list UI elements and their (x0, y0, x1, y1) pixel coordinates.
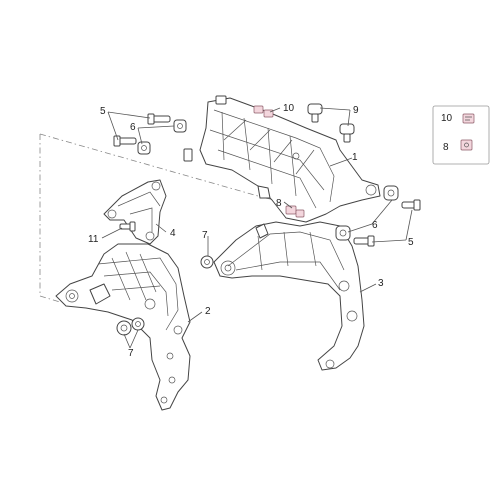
nut-icon (116, 320, 132, 336)
inset-label-8: 8 (443, 142, 449, 153)
callout-6-left: 6 (130, 122, 136, 133)
bolt-icon (119, 221, 136, 232)
spacer-icon (383, 185, 399, 201)
callout-labels: 1 2 3 4 5 5 6 6 7 7 8 9 10 11 (88, 103, 414, 359)
spacer-icon (137, 141, 151, 155)
left-bracket-part-2 (55, 243, 191, 411)
callout-6-right: 6 (372, 220, 378, 231)
clip-nut-icon (462, 113, 475, 124)
right-frame-part-3 (213, 221, 365, 371)
clip-nut-icon (253, 105, 274, 118)
rubber-peg-icon (307, 103, 323, 123)
callout-8: 8 (276, 198, 282, 209)
callout-11: 11 (88, 234, 99, 245)
engine-mount-part-4 (103, 179, 167, 245)
callout-7-lower: 7 (128, 348, 134, 359)
callout-2: 2 (205, 306, 211, 317)
spacer-icon (335, 225, 351, 241)
main-frame-part-1 (183, 95, 381, 223)
fasteners (113, 103, 421, 336)
callout-5-left: 5 (100, 106, 106, 117)
callout-3: 3 (378, 278, 384, 289)
nut-icon (131, 317, 145, 331)
leader-lines (101, 107, 413, 349)
callout-4: 4 (170, 228, 176, 239)
spacer-icon (173, 119, 187, 133)
bolt-icon (113, 135, 137, 147)
clip-nut-icon (460, 139, 473, 151)
callout-10: 10 (283, 103, 295, 114)
callout-1: 1 (352, 152, 358, 163)
bolt-icon (401, 199, 421, 211)
callout-7-upper: 7 (202, 230, 208, 241)
bolt-icon (353, 235, 375, 247)
nut-icon (200, 255, 214, 269)
clip-nut-icon (285, 205, 305, 218)
rubber-peg-icon (339, 123, 355, 143)
callout-9: 9 (353, 105, 359, 116)
callout-5-right: 5 (408, 237, 414, 248)
inset-label-10: 10 (441, 113, 453, 124)
inset-box: 10 8 (432, 105, 490, 165)
bolt-icon (147, 113, 171, 125)
